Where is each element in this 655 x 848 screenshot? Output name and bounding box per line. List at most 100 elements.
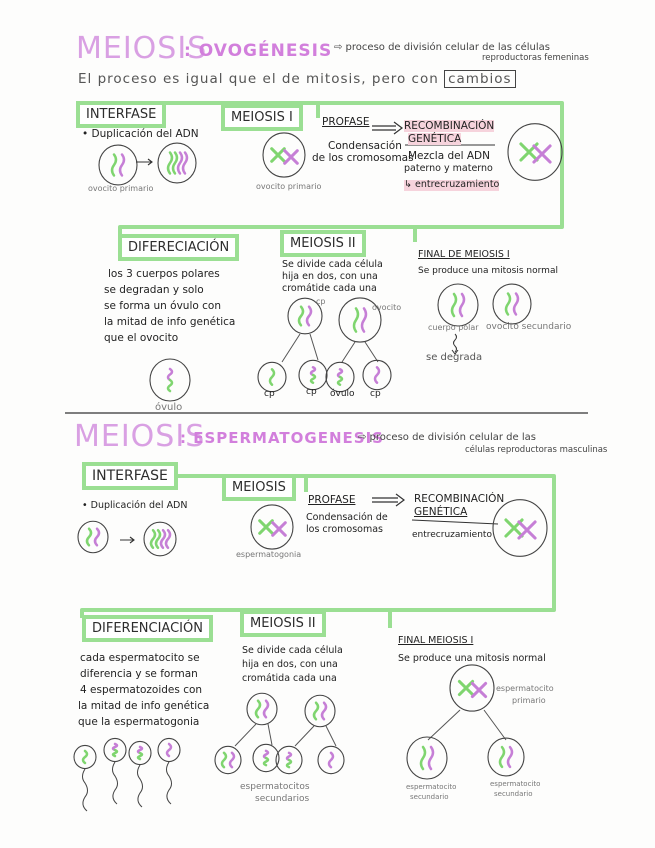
diferenciacion-line: la mitad de info genética — [104, 316, 236, 328]
recombinacion-text: entrecruzamiento — [412, 530, 492, 540]
section-subtitle-ovogenesis: : OVOGÉNESIS — [184, 41, 333, 61]
chromosome — [352, 307, 360, 333]
tree-branch — [364, 341, 379, 363]
chromosome — [149, 528, 157, 550]
meiosis2-line: Se divide cada célula — [242, 645, 343, 656]
final-heading: FINAL MEIOSIS I — [398, 635, 474, 646]
cell-circle — [149, 358, 191, 402]
cell-circle — [246, 692, 278, 726]
cell-circle — [338, 297, 382, 343]
meiosis1-label: MEIOSIS I — [221, 104, 303, 131]
chromosome — [93, 527, 101, 547]
chromosome — [320, 701, 328, 721]
chromosome-x — [517, 520, 537, 540]
chromosome — [285, 758, 293, 769]
tree-branch — [234, 723, 257, 747]
meiosis2-line: cromátide cada una — [282, 283, 377, 294]
cell-circle — [250, 504, 294, 550]
chromosome — [166, 367, 174, 382]
chromosome — [297, 305, 305, 327]
recombinacion-text: paterno y materno — [404, 163, 493, 174]
chromosome — [262, 699, 270, 719]
chromosome — [419, 745, 427, 771]
cell-circle — [73, 744, 97, 770]
definition-line1: ⇨ proceso de división celular de las cél… — [334, 42, 551, 53]
child-label: cp — [264, 389, 275, 399]
underline — [411, 519, 499, 525]
tree-branch — [267, 723, 273, 746]
recombinacion-heading: GENÉTICA — [414, 506, 468, 518]
chromosome — [228, 751, 236, 769]
children-label: espermatocitos — [240, 782, 310, 792]
cell-label: secundario — [410, 793, 449, 801]
chromosome — [111, 748, 119, 758]
chromosome — [136, 745, 144, 755]
interfase-text: • Duplicación del ADN — [82, 500, 188, 511]
cell-circle — [98, 144, 138, 186]
wavy-arrow-icon — [451, 333, 459, 355]
cell-circle — [317, 745, 345, 775]
cell-circle — [157, 737, 181, 763]
chromosome — [312, 701, 320, 721]
cell-circle — [143, 521, 177, 557]
chromosome — [512, 292, 520, 316]
chromosome — [176, 151, 184, 175]
interfase-label: INTERFASE — [76, 101, 167, 128]
chromosome-x — [457, 679, 475, 697]
cell-circle — [214, 745, 242, 775]
cell-circle — [103, 737, 127, 763]
intro-boxed-word: cambios — [444, 70, 516, 88]
cell-label: espermatocito — [406, 783, 457, 791]
cell-label: espermatocito — [496, 684, 554, 693]
child-label: óvulo — [330, 389, 355, 399]
profase-text: de los cromosomas — [312, 152, 414, 164]
cell-circle — [257, 361, 287, 393]
ovocito-label: ovocito — [372, 303, 402, 312]
chromosome — [336, 368, 344, 379]
chromosome — [118, 153, 126, 177]
chromosome — [309, 373, 317, 384]
diferenciacion-line: cada espermatocito se — [80, 652, 200, 664]
meiosis2-label: MEIOSIS II — [280, 230, 366, 257]
meiosis2-line: cromátida cada una — [242, 673, 337, 684]
tree-branch — [427, 709, 461, 741]
chromosome — [268, 368, 276, 386]
chromosome — [458, 292, 466, 318]
child-label: cp — [370, 389, 381, 399]
cell-circle — [77, 520, 109, 554]
meiosis2-label: MEIOSIS II — [240, 610, 326, 637]
profase-text: Condensación de — [306, 512, 388, 523]
chromosome — [506, 745, 514, 769]
cell-circle — [492, 283, 532, 325]
cell-label: cuerpo polar — [428, 323, 479, 332]
chromosome — [305, 305, 313, 327]
meiosis2-line: hija en dos, con una — [242, 659, 338, 670]
chromosome — [110, 153, 118, 177]
arrow-icon — [120, 536, 135, 544]
tree-branch — [483, 709, 507, 741]
cell-circle — [262, 132, 306, 178]
chromosome-x — [470, 681, 488, 699]
sperm-tail — [137, 764, 143, 808]
chromosome — [154, 528, 162, 550]
cell-label: ovocito primario — [256, 182, 322, 191]
chromosome — [285, 751, 293, 762]
recombinacion-heading: GENÉTICA — [408, 133, 462, 146]
cell-circle — [275, 745, 303, 775]
meiosis-label: MEIOSIS — [222, 474, 296, 501]
cell-label: ovocito secundario — [486, 322, 572, 332]
diferenciacion-line: diferencia y se forman — [80, 668, 198, 680]
chromosome-x — [283, 149, 299, 165]
cell-circle — [362, 359, 392, 391]
chromosome — [111, 742, 119, 752]
green-connector-frame — [80, 101, 564, 236]
cell-label: primario — [512, 696, 546, 705]
chromosome-x — [270, 147, 286, 163]
diferenciacion-label: DIFERENCIACIÓN — [82, 615, 213, 642]
cell-circle — [492, 499, 548, 557]
double-arrow-icon — [372, 493, 405, 507]
chromosome — [220, 751, 228, 769]
recombinacion-text: Mezcla del ADN — [408, 150, 490, 162]
cell-circle — [507, 123, 563, 181]
